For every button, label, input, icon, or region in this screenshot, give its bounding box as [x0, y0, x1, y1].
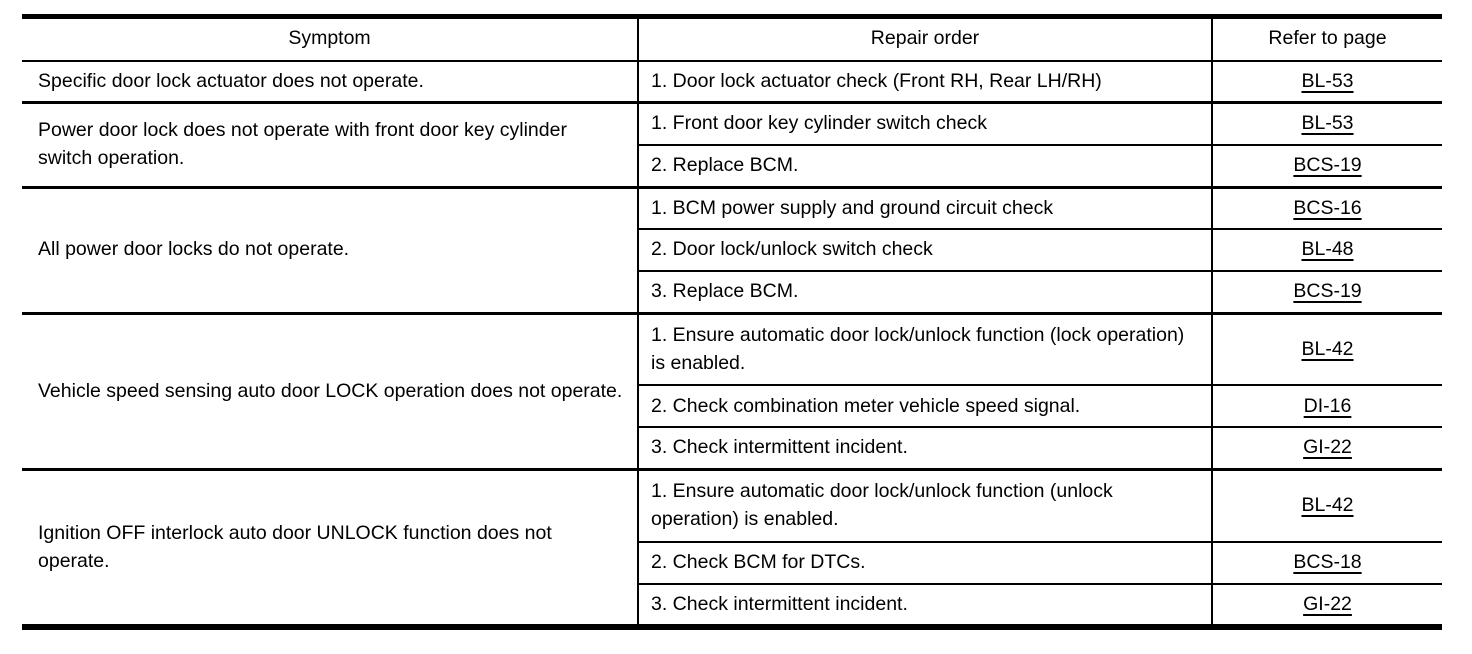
repair-step-cell: 1. Ensure automatic door lock/unlock fun… — [637, 468, 1213, 543]
table-header-row: Symptom Repair order Refer to page — [22, 15, 1442, 62]
refer-page-cell: BCS-18 — [1211, 540, 1442, 585]
refer-page-cell: BCS-19 — [1211, 143, 1442, 189]
repair-step-cell: 1. Ensure automatic door lock/unlock fun… — [637, 311, 1213, 387]
repair-step-cell: 2. Door lock/unlock switch check — [637, 228, 1213, 273]
page-reference-link[interactable]: BL-53 — [1301, 69, 1354, 92]
repair-step-cell: 2. Check BCM for DTCs. — [637, 540, 1213, 585]
repair-step-cell: 2. Check combination meter vehicle speed… — [637, 384, 1213, 429]
table-row: 2. Check combination meter vehicle speed… — [22, 384, 1442, 429]
page-reference-link[interactable]: BL-42 — [1301, 337, 1354, 360]
page-reference-link[interactable]: BL-53 — [1301, 112, 1354, 135]
table-row: 2. Check BCM for DTCs. BCS-18 — [22, 540, 1442, 585]
table-row: Power door lock does not operate with fr… — [22, 101, 1442, 189]
page-reference-link[interactable]: BCS-16 — [1293, 196, 1362, 219]
page-reference-link[interactable]: BCS-19 — [1293, 280, 1362, 303]
table-row: All power door locks do not operate.1. B… — [22, 185, 1442, 315]
repair-step-cell: 3. Check intermittent incident. — [637, 426, 1213, 471]
repair-step-cell: 1. BCM power supply and ground circuit c… — [637, 185, 1213, 231]
repair-step-cell: 3. Replace BCM. — [637, 270, 1213, 315]
table-row: 3. Check intermittent incident. GI-22 — [22, 582, 1442, 629]
refer-page-cell: DI-16 — [1211, 384, 1442, 429]
refer-page-cell: GI-22 — [1211, 426, 1442, 471]
page-reference-link[interactable]: DI-16 — [1303, 394, 1352, 417]
symptom-cell: All power door locks do not operate. — [22, 185, 639, 315]
symptom-cell: Vehicle speed sensing auto door LOCK ope… — [22, 311, 639, 471]
table-row: 2. Replace BCM. BCS-19 — [22, 143, 1442, 189]
repair-step-cell: 2. Replace BCM. — [637, 143, 1213, 189]
table-row: Specific door lock actuator does not ope… — [22, 59, 1442, 104]
page-reference-link[interactable]: BL-48 — [1301, 238, 1354, 261]
table-row: 3. Replace BCM. BCS-19 — [22, 270, 1442, 315]
table-row: 3. Check intermittent incident. GI-22 — [22, 426, 1442, 471]
repair-step-cell: 1. Front door key cylinder switch check — [637, 101, 1213, 146]
symptom-diagnosis-table: Symptom Repair order Refer to page Speci… — [22, 14, 1442, 631]
refer-page-cell: BCS-19 — [1211, 270, 1442, 315]
page-reference-link[interactable]: GI-22 — [1303, 436, 1352, 459]
page-reference-link[interactable]: GI-22 — [1303, 592, 1352, 615]
page-reference-link[interactable]: BCS-18 — [1293, 550, 1362, 573]
refer-page-cell: BCS-16 — [1211, 185, 1442, 231]
symptom-cell: Ignition OFF interlock auto door UNLOCK … — [22, 468, 639, 629]
refer-page-cell: GI-22 — [1211, 582, 1442, 629]
repair-step-cell: 3. Check intermittent incident. — [637, 582, 1213, 629]
symptom-cell: Power door lock does not operate with fr… — [22, 101, 639, 189]
column-header-symptom: Symptom — [22, 15, 639, 62]
column-header-refer-to-page: Refer to page — [1211, 15, 1442, 62]
table-body: Specific door lock actuator does not ope… — [22, 59, 1442, 629]
refer-page-cell: BL-48 — [1211, 228, 1442, 273]
page-reference-link[interactable]: BL-42 — [1301, 494, 1354, 517]
page-reference-link[interactable]: BCS-19 — [1293, 153, 1362, 176]
symptom-cell: Specific door lock actuator does not ope… — [22, 59, 639, 104]
table-row: 2. Door lock/unlock switch check BL-48 — [22, 228, 1442, 273]
repair-step-cell: 1. Door lock actuator check (Front RH, R… — [637, 59, 1213, 104]
table-row: Vehicle speed sensing auto door LOCK ope… — [22, 311, 1442, 471]
refer-page-cell: BL-42 — [1211, 468, 1442, 543]
table-row: Ignition OFF interlock auto door UNLOCK … — [22, 468, 1442, 629]
refer-page-cell: BL-53 — [1211, 101, 1442, 146]
refer-page-cell: BL-42 — [1211, 311, 1442, 387]
refer-page-cell: BL-53 — [1211, 59, 1442, 104]
column-header-repair-order: Repair order — [637, 15, 1213, 62]
